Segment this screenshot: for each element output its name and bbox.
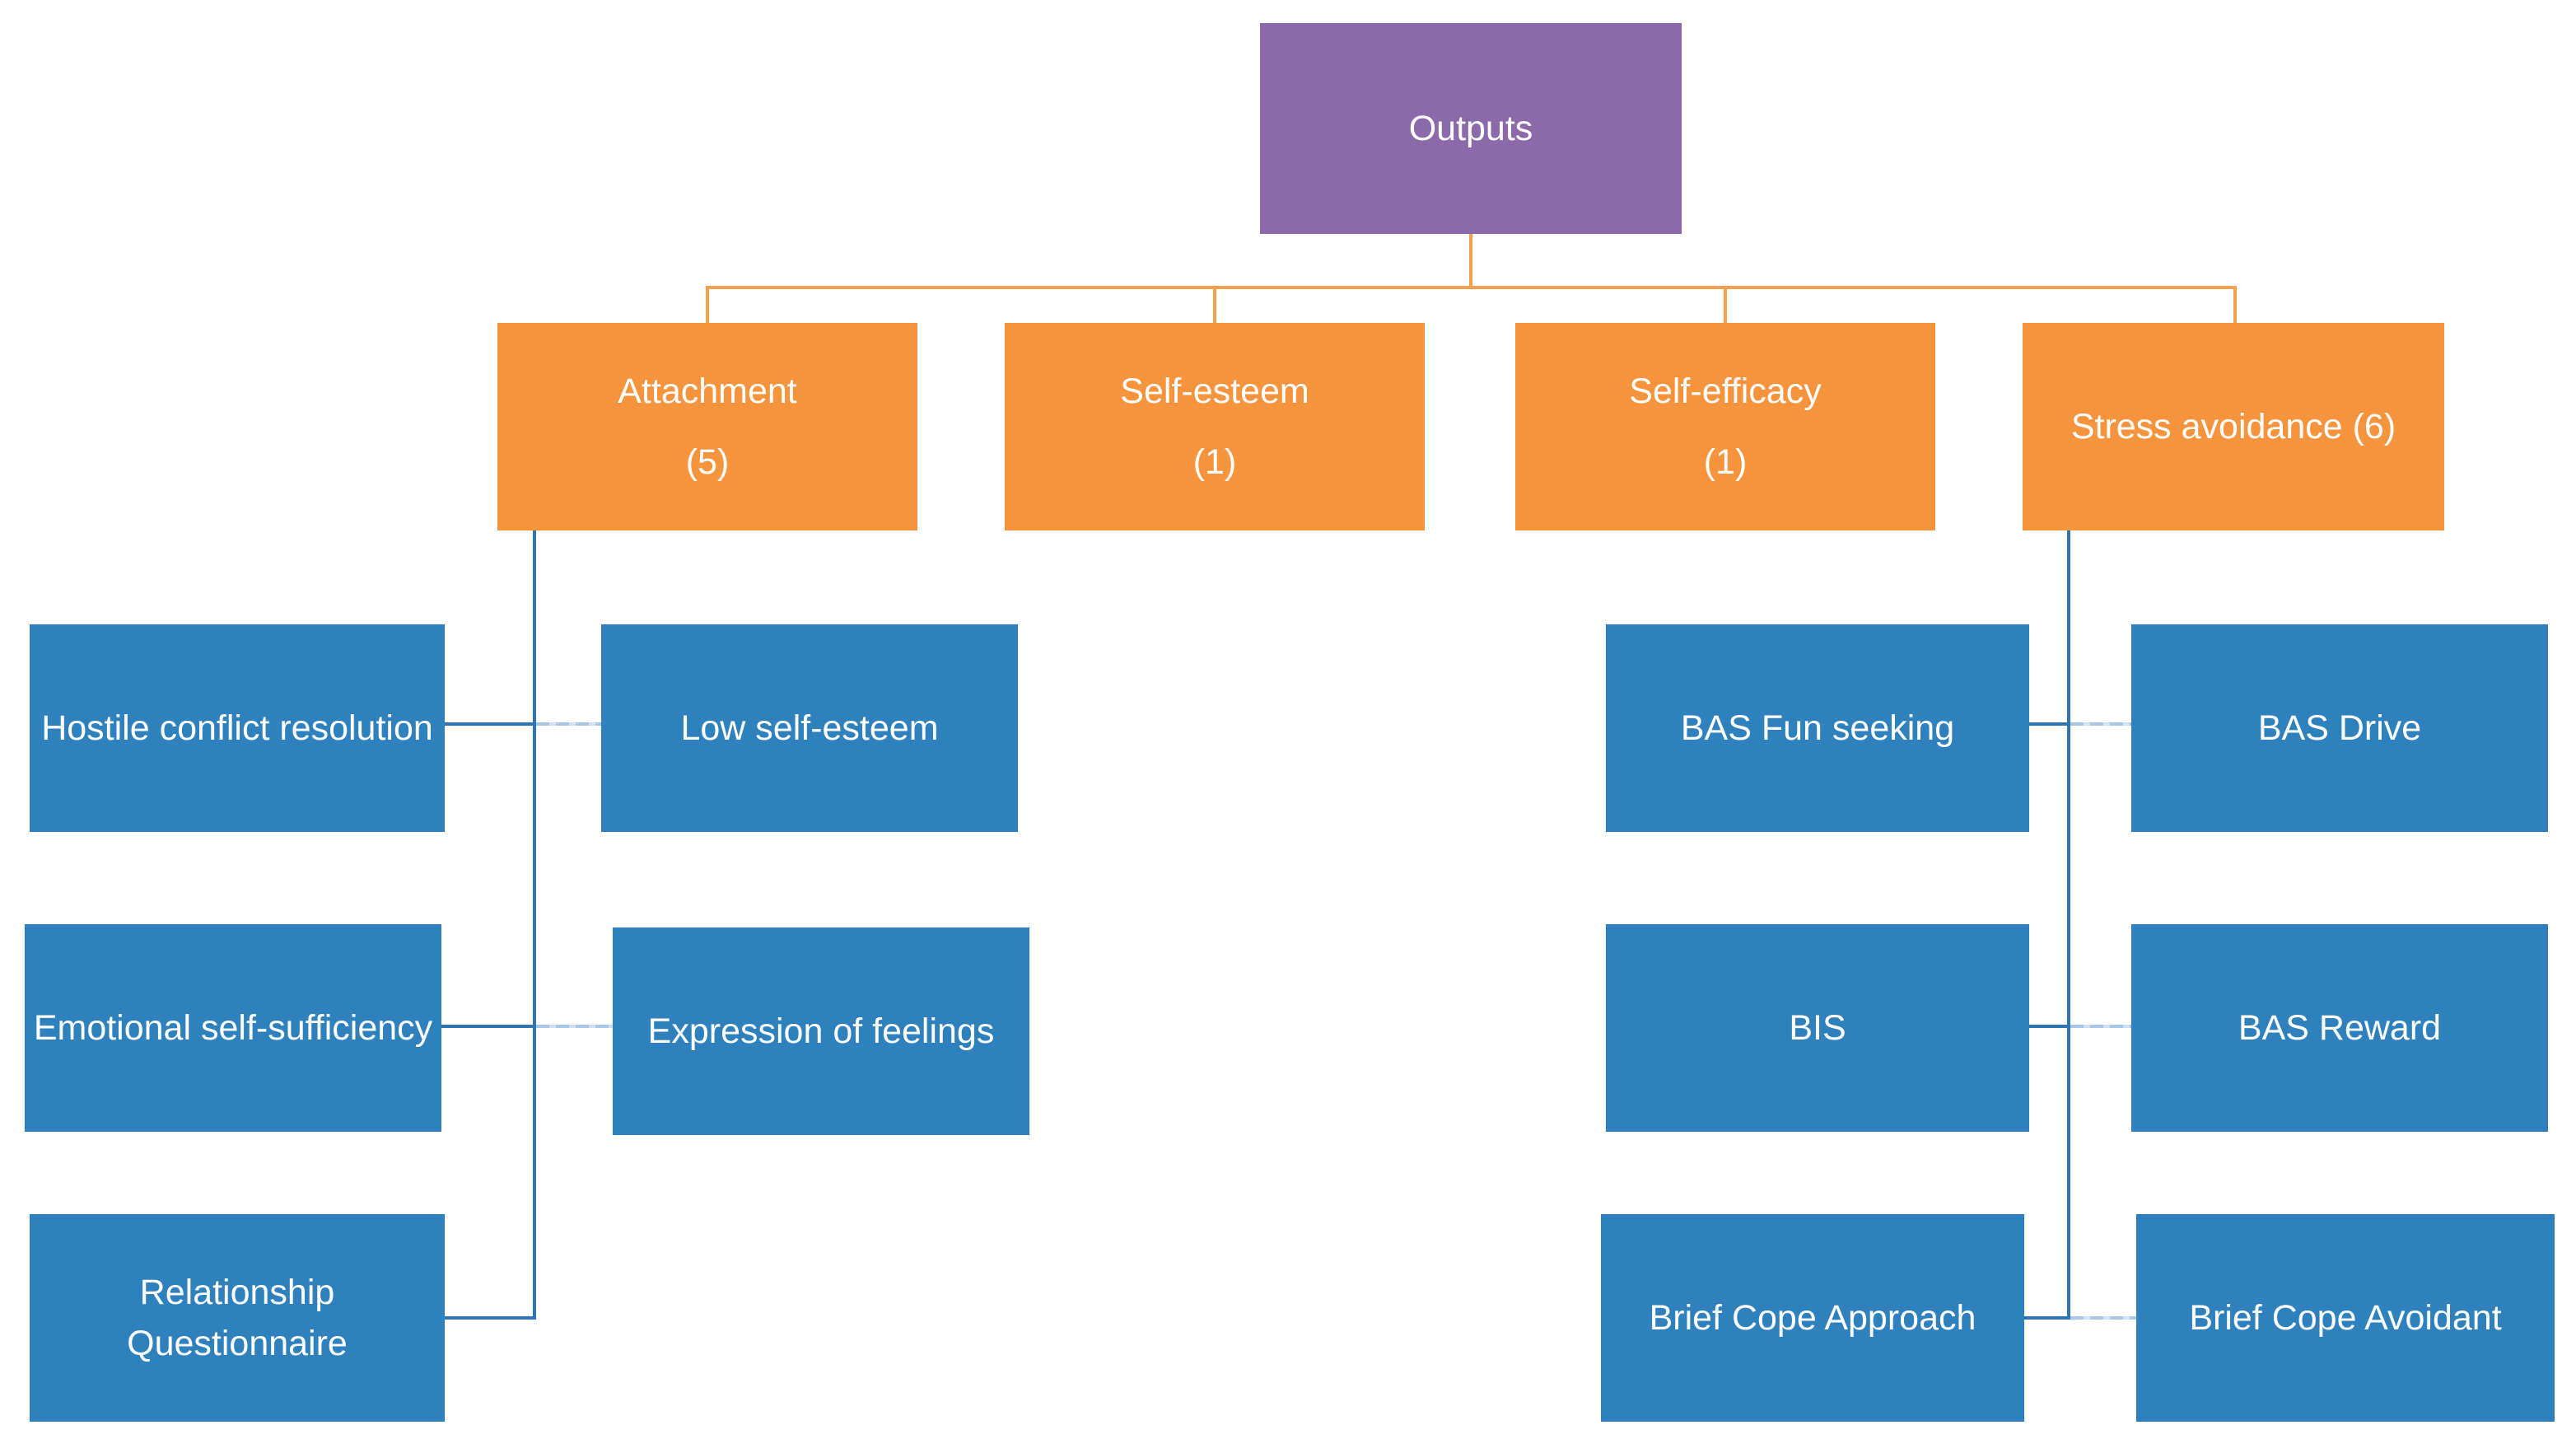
node-stress-avoidance: Stress avoidance (6) xyxy=(2023,323,2444,530)
connector-bas-reward-stub xyxy=(2070,1025,2131,1028)
node-self-efficacy-label: Self-efficacy xyxy=(1629,371,1822,411)
node-emotional-self-sufficiency-label: Emotional self-sufficiency xyxy=(33,1007,433,1048)
connector-level1-bus xyxy=(706,286,2237,289)
node-brief-cope-approach: Brief Cope Approach xyxy=(1601,1214,2024,1422)
connector-bas-drive-stub xyxy=(2070,722,2131,726)
node-self-esteem-count: (1) xyxy=(1192,442,1237,482)
node-relationship-questionnaire-label: Relationship Questionnaire xyxy=(127,1272,348,1363)
node-attachment-count: (5) xyxy=(685,442,730,482)
connector-relationship-stub xyxy=(445,1316,536,1320)
connector-drop-stress-avoidance xyxy=(2233,286,2237,323)
node-bas-reward-label: BAS Reward xyxy=(2238,1007,2442,1048)
connector-brief-avoidant-stub xyxy=(2070,1316,2136,1320)
node-hostile-conflict-resolution: Hostile conflict resolution xyxy=(30,624,445,832)
connector-low-self-esteem-stub xyxy=(536,722,601,726)
node-emotional-self-sufficiency: Emotional self-sufficiency xyxy=(25,924,441,1132)
node-attachment: Attachment (5) xyxy=(497,323,917,530)
connector-bas-fun-stub xyxy=(2029,722,2070,726)
node-bas-fun-seeking-label: BAS Fun seeking xyxy=(1680,708,1955,748)
node-low-self-esteem: Low self-esteem xyxy=(601,624,1018,832)
connector-stress-trunk xyxy=(2067,530,2070,1320)
node-expression-of-feelings-label: Expression of feelings xyxy=(647,1011,995,1051)
node-outputs: Outputs xyxy=(1260,23,1682,234)
node-brief-cope-approach-label: Brief Cope Approach xyxy=(1649,1297,1976,1338)
connector-brief-approach-stub xyxy=(2024,1316,2070,1320)
connector-hostile-stub xyxy=(445,722,536,726)
node-attachment-label: Attachment xyxy=(618,371,797,411)
node-brief-cope-avoidant-label: Brief Cope Avoidant xyxy=(2189,1297,2502,1338)
node-self-esteem-label: Self-esteem xyxy=(1120,371,1309,411)
node-low-self-esteem-label: Low self-esteem xyxy=(680,708,939,748)
connector-bis-stub xyxy=(2029,1025,2070,1028)
connector-root-stem xyxy=(1469,232,1472,289)
node-self-efficacy-count: (1) xyxy=(1703,442,1748,482)
connector-drop-self-esteem xyxy=(1213,286,1216,323)
connector-drop-self-efficacy xyxy=(1724,286,1727,323)
node-self-esteem: Self-esteem (1) xyxy=(1005,323,1425,530)
node-bas-fun-seeking: BAS Fun seeking xyxy=(1606,624,2029,832)
node-self-efficacy: Self-efficacy (1) xyxy=(1515,323,1935,530)
node-relationship-questionnaire: Relationship Questionnaire xyxy=(30,1214,445,1422)
node-outputs-label: Outputs xyxy=(1408,108,1533,148)
node-bas-reward: BAS Reward xyxy=(2131,924,2548,1132)
node-hostile-conflict-resolution-label: Hostile conflict resolution xyxy=(41,708,433,748)
node-bis: BIS xyxy=(1606,924,2029,1132)
node-expression-of-feelings: Expression of feelings xyxy=(613,927,1029,1135)
node-bas-drive: BAS Drive xyxy=(2131,624,2548,832)
node-bas-drive-label: BAS Drive xyxy=(2257,708,2422,748)
connector-emotional-stub xyxy=(441,1025,536,1028)
node-bis-label: BIS xyxy=(1789,1007,1846,1048)
connector-expression-stub xyxy=(536,1025,613,1028)
node-stress-avoidance-label: Stress avoidance (6) xyxy=(2070,407,2396,446)
node-brief-cope-avoidant: Brief Cope Avoidant xyxy=(2136,1214,2555,1422)
connector-drop-attachment xyxy=(706,286,709,323)
connector-attachment-trunk xyxy=(533,530,536,1320)
